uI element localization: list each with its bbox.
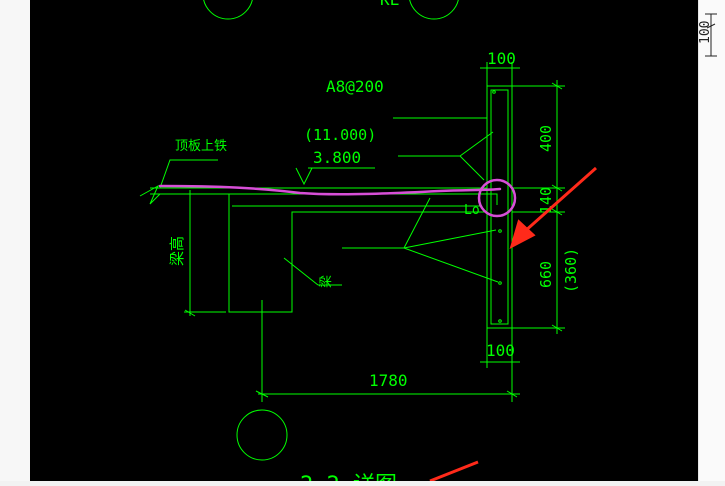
note-top-slab: 顶板上铁 xyxy=(175,139,227,154)
bottom-title-partial: 2-2 详图 xyxy=(300,473,397,481)
elevation-paren: (11.000) xyxy=(304,126,376,144)
elevation-value: 3.800 xyxy=(313,148,361,167)
axis-bubble-top-left xyxy=(203,0,253,20)
rebar-spec-label: A8@200 xyxy=(326,77,384,96)
axis-bubble-bottom xyxy=(236,409,288,461)
markup-circle xyxy=(477,178,517,218)
right-ruler: 100 xyxy=(698,13,717,57)
dim-660: 660 xyxy=(537,261,555,288)
markup-rebar-stroke xyxy=(158,184,502,196)
note-lo: Lo xyxy=(464,203,480,218)
red-arrow-head-1 xyxy=(509,219,536,249)
left-margin-strip xyxy=(0,0,31,481)
dim-360: (360) xyxy=(562,248,580,293)
axis-bubble-top-right xyxy=(409,0,459,20)
dim-400: 400 xyxy=(537,125,555,152)
note-beam-height: 梁高 xyxy=(168,236,186,266)
cad-canvas[interactable]: KL 100 A8@200 (11.000) 3.800 顶板上铁 Lo 178… xyxy=(30,0,698,486)
note-beam: 梁 xyxy=(319,275,334,288)
beam-outline xyxy=(228,194,487,313)
cad-drawing: KL 100 A8@200 (11.000) 3.800 顶板上铁 Lo 178… xyxy=(139,0,597,486)
right-margin-strip: 100 xyxy=(698,0,725,481)
dim-width-bottom: 100 xyxy=(486,341,515,360)
wall-inner-outline xyxy=(490,89,509,325)
dim-width-top: 100 xyxy=(487,49,516,68)
top-label-partial: KL xyxy=(380,0,399,9)
dim-140: 140 xyxy=(537,187,555,214)
dim-span: 1780 xyxy=(369,371,408,390)
right-dim-100: 100 xyxy=(699,21,713,44)
